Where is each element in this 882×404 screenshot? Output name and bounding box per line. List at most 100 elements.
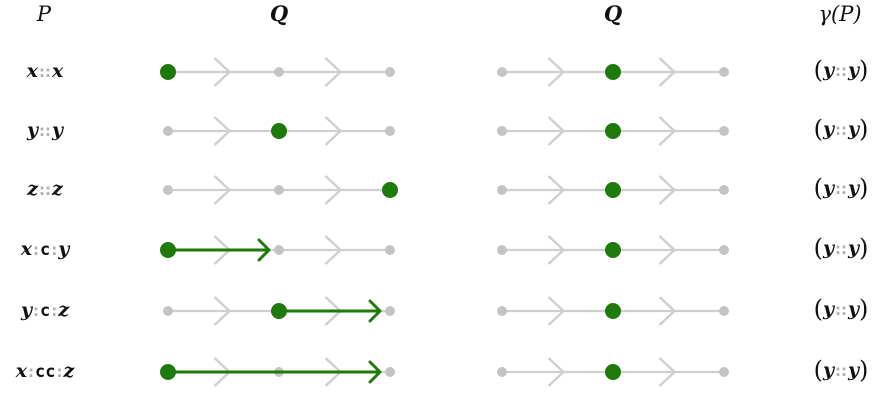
- right-node: [719, 67, 729, 77]
- path-label-token: x: [26, 60, 38, 82]
- right-node: [497, 185, 507, 195]
- gamma-close-paren: ): [859, 115, 869, 143]
- gamma-label-token: y: [822, 177, 834, 199]
- header-p: P: [36, 2, 52, 26]
- path-label-token: cc: [35, 362, 56, 382]
- gamma-label: (y::y): [800, 58, 882, 83]
- gamma-close-paren: ): [859, 295, 869, 323]
- right-node: [719, 185, 729, 195]
- left-edge-chevron: [213, 116, 231, 146]
- left-highlight-start-node: [160, 364, 176, 380]
- left-highlight-node: [271, 123, 287, 139]
- gamma-label-token: ::: [835, 240, 847, 258]
- gamma-open-paren: (: [813, 174, 823, 202]
- right-highlight-node: [605, 242, 621, 258]
- right-edge-chevron: [547, 175, 565, 205]
- gamma-label-token: y: [822, 298, 834, 320]
- right-node: [719, 245, 729, 255]
- gamma-open-paren: (: [813, 295, 823, 323]
- path-label: y::y: [0, 118, 90, 143]
- gamma-label-token: ::: [835, 301, 847, 319]
- left-node: [385, 367, 395, 377]
- left-highlight-node: [382, 182, 398, 198]
- path-label-token: y: [26, 119, 38, 141]
- gamma-label: (y::y): [800, 176, 882, 201]
- path-label-token: y: [52, 119, 64, 141]
- right-node: [497, 67, 507, 77]
- right-node: [719, 367, 729, 377]
- path-label-token: :: [51, 241, 58, 259]
- path-label-token: :: [28, 363, 35, 381]
- right-node: [719, 306, 729, 316]
- left-node: [274, 67, 284, 77]
- right-edge-chevron: [658, 296, 676, 326]
- left-highlight-start-node: [160, 242, 176, 258]
- right-edge-chevron: [547, 116, 565, 146]
- left-node: [274, 245, 284, 255]
- right-edge-chevron: [658, 116, 676, 146]
- right-edge-chevron: [658, 357, 676, 387]
- right-highlight-node: [605, 123, 621, 139]
- left-highlight-arrowhead: [257, 238, 271, 262]
- gamma-close-paren: ): [859, 356, 869, 384]
- right-highlight-node: [605, 64, 621, 80]
- gamma-label-token: ::: [835, 180, 847, 198]
- left-edge-chevron: [324, 235, 342, 265]
- path-label-token: x: [15, 360, 28, 382]
- path-label-token: :: [56, 363, 63, 381]
- right-edge-chevron: [547, 235, 565, 265]
- path-label-token: :: [51, 302, 58, 320]
- left-node: [385, 245, 395, 255]
- left-highlight-arrowhead: [368, 299, 382, 323]
- left-edge-chevron: [324, 175, 342, 205]
- right-node: [497, 367, 507, 377]
- gamma-label-token: ::: [835, 121, 847, 139]
- left-edge-chevron: [213, 175, 231, 205]
- path-label: y:c:z: [0, 298, 90, 323]
- path-label-token: c: [40, 301, 51, 321]
- gamma-close-paren: ): [859, 56, 869, 84]
- gamma-label: (y::y): [800, 297, 882, 322]
- right-edge-chevron: [547, 357, 565, 387]
- left-edge-chevron: [324, 116, 342, 146]
- gamma-open-paren: (: [813, 356, 823, 384]
- gamma-label-token: y: [822, 237, 834, 259]
- right-node: [497, 306, 507, 316]
- left-node: [163, 185, 173, 195]
- path-label-token: :: [33, 302, 39, 320]
- right-edge-chevron: [658, 235, 676, 265]
- gamma-label-token: y: [848, 59, 860, 81]
- right-node: [497, 245, 507, 255]
- right-edge-chevron: [658, 175, 676, 205]
- header-q-left: Q: [269, 1, 289, 26]
- path-label-token: ::: [39, 63, 51, 81]
- gamma-label-token: y: [848, 359, 860, 381]
- left-highlight-start-node: [271, 303, 287, 319]
- left-node: [163, 126, 173, 136]
- path-label: z::z: [0, 177, 90, 202]
- path-label-token: z: [63, 360, 75, 382]
- path-label-token: :: [33, 241, 40, 259]
- right-highlight-node: [605, 303, 621, 319]
- gamma-label-token: y: [822, 118, 834, 140]
- gamma-label-token: y: [848, 237, 860, 259]
- right-edge-chevron: [547, 57, 565, 87]
- path-label-token: x: [52, 60, 64, 82]
- gamma-label-token: y: [848, 118, 860, 140]
- gamma-label-token: ::: [835, 362, 847, 380]
- right-highlight-node: [605, 182, 621, 198]
- path-label: x:c:y: [0, 237, 90, 262]
- gamma-open-paren: (: [813, 56, 823, 84]
- header-gamma: γ(P): [818, 2, 862, 26]
- left-node: [274, 185, 284, 195]
- path-label: x::x: [0, 59, 90, 84]
- right-edge-chevron: [547, 296, 565, 326]
- left-node: [385, 306, 395, 316]
- gamma-label: (y::y): [800, 236, 882, 261]
- left-highlight-node: [160, 64, 176, 80]
- path-label: x:cc:z: [0, 359, 90, 384]
- gamma-label: (y::y): [800, 117, 882, 142]
- left-edge-chevron: [324, 57, 342, 87]
- gamma-close-paren: ): [859, 174, 869, 202]
